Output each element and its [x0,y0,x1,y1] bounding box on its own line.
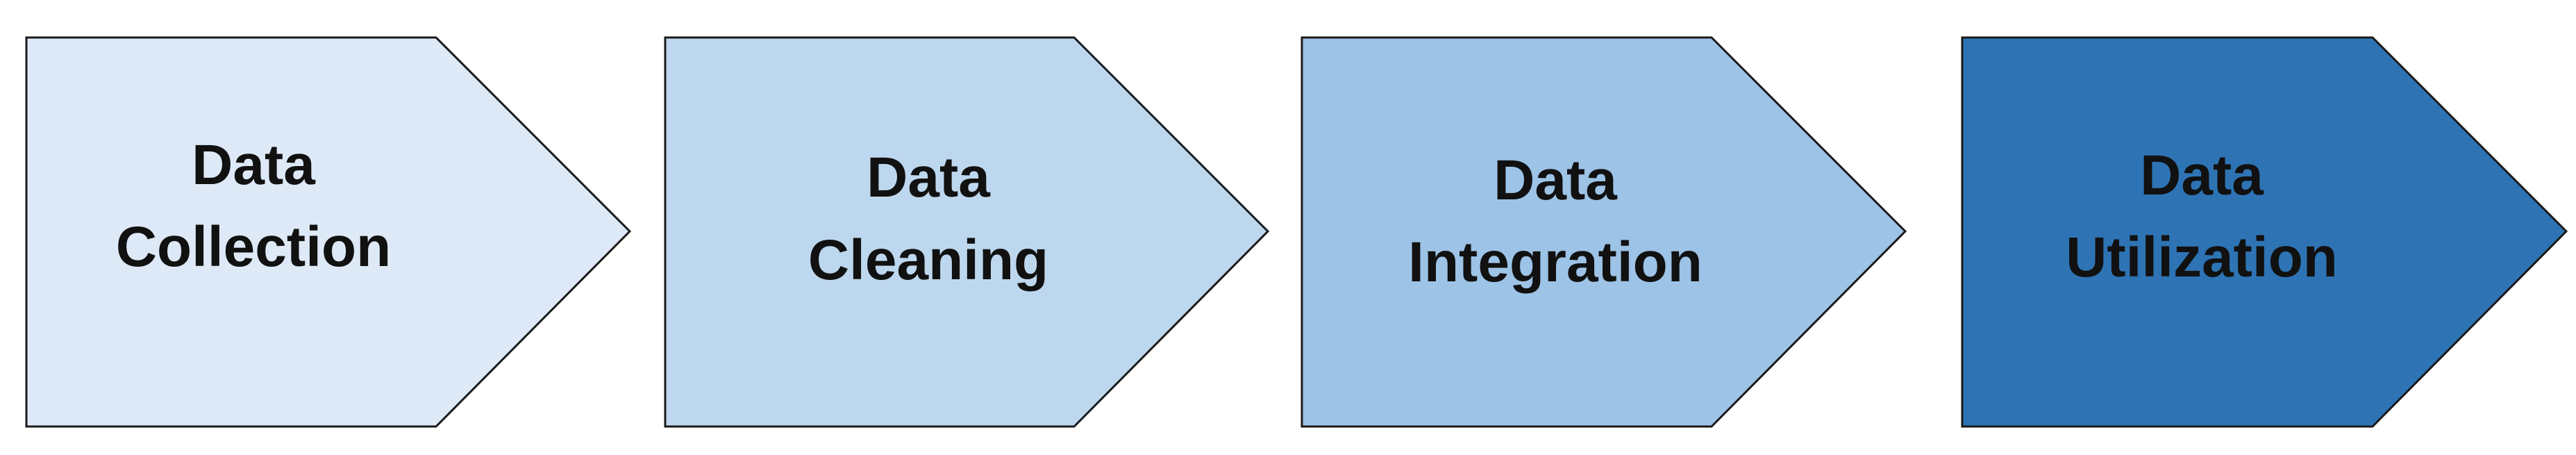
step-2-label-line1: Data [867,146,991,209]
chevron-shape-1 [25,36,632,428]
chevron-shape-4 [1961,36,2568,428]
step-2-label-line2: Cleaning [808,229,1048,292]
chevron-shape-3 [1300,36,1907,428]
process-step-1: Data Collection [25,36,632,428]
step-3-label-line2: Integration [1408,231,1703,294]
step-4-label-line1: Data [2140,144,2264,207]
step-3-label-line1: Data [1494,149,1618,212]
process-step-4: Data Utilization [1961,36,2568,428]
step-1-label-line1: Data [192,133,316,197]
process-step-3: Data Integration [1300,36,1907,428]
process-step-2: Data Cleaning [664,36,1270,428]
chevron-shape-2 [664,36,1270,428]
step-1-label-line2: Collection [116,215,391,279]
step-4-label-line2: Utilization [2066,226,2338,289]
